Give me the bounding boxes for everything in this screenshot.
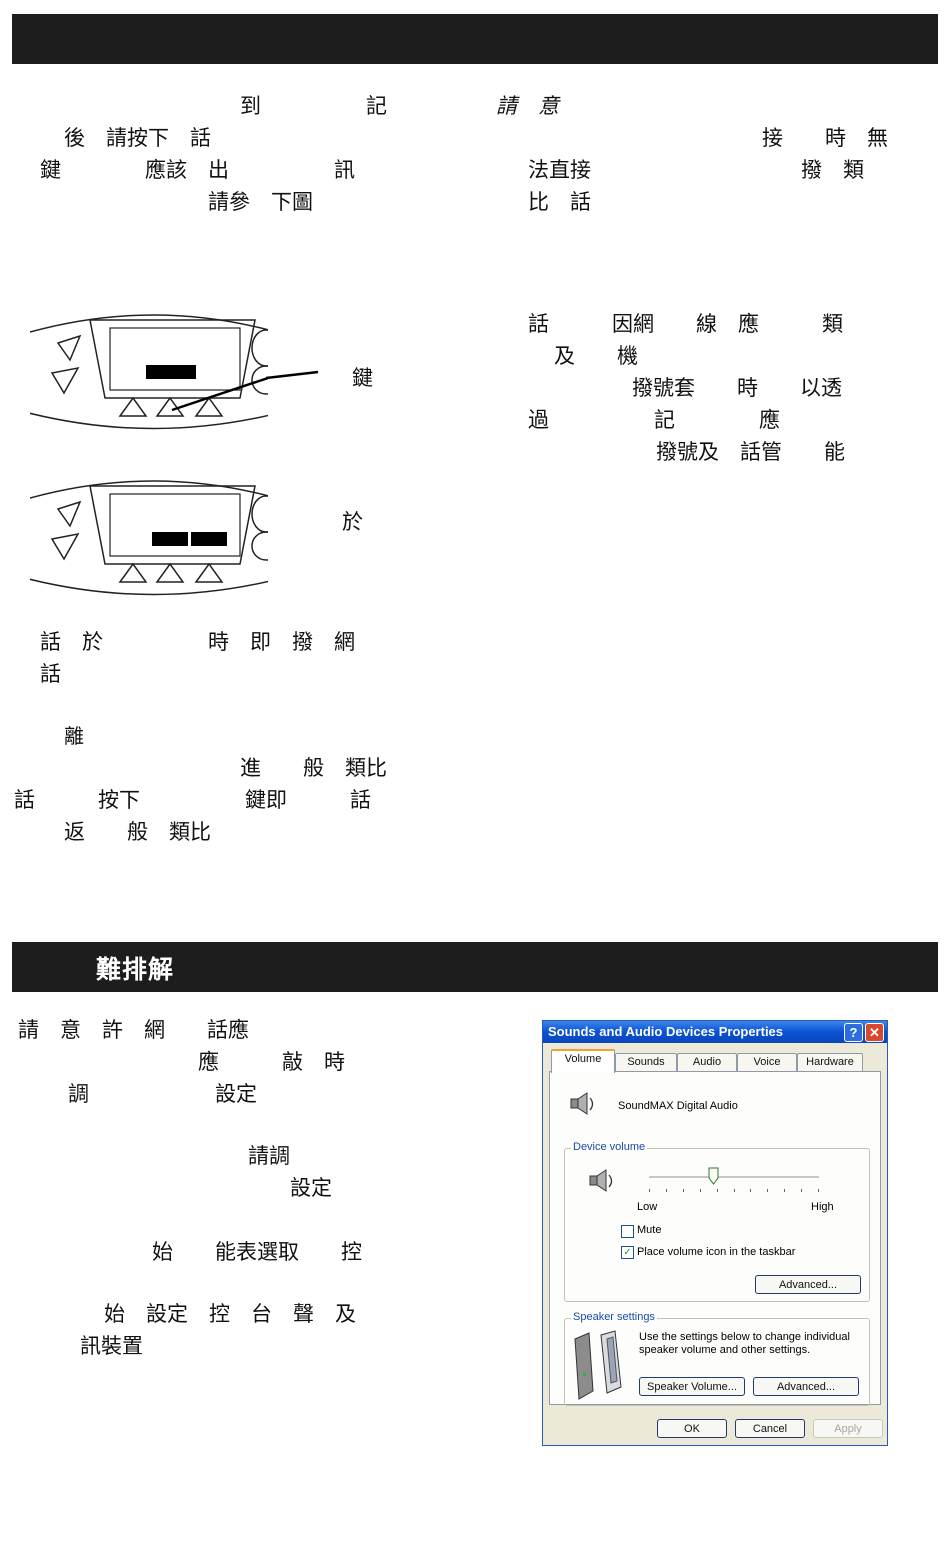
speaker-advanced-button[interactable]: Advanced... xyxy=(753,1377,859,1396)
phone-device-illustration xyxy=(30,298,268,430)
tab-hardware[interactable]: Hardware xyxy=(797,1053,863,1071)
callout-label: 於 xyxy=(342,510,363,534)
speaker-info-text: speaker volume and other settings. xyxy=(639,1344,811,1356)
text-line: 進 般 類比 xyxy=(240,756,387,780)
apply-button[interactable]: Apply xyxy=(813,1419,883,1438)
speaker-settings-label: Speaker settings xyxy=(571,1311,657,1323)
device-name: SoundMAX Digital Audio xyxy=(618,1100,738,1112)
text-line: 請 意 許 網 話應 xyxy=(18,1018,249,1042)
callout-line xyxy=(266,370,319,380)
cancel-button[interactable]: Cancel xyxy=(735,1419,805,1438)
text-line: 始 設定 控 台 聲 及 xyxy=(104,1302,356,1326)
text-line: 撥號及 話管 能 xyxy=(656,440,845,464)
mute-label: Mute xyxy=(637,1224,662,1236)
note-heading: 請 意 xyxy=(496,94,559,118)
dialog-titlebar[interactable]: Sounds and Audio Devices Properties ? ✕ xyxy=(543,1021,887,1043)
subheading: 離 xyxy=(64,724,84,748)
text-line: 話 按下 鍵即 話 xyxy=(14,788,371,812)
text-line: 訊裝置 xyxy=(80,1334,143,1358)
text-line: 過 記 應 xyxy=(528,408,780,432)
text-line: 請調 xyxy=(248,1144,290,1168)
volume-tab-panel: SoundMAX Digital Audio Device volume Low… xyxy=(549,1071,881,1406)
slider-low-label: Low xyxy=(637,1201,658,1213)
slider-tick xyxy=(784,1189,785,1192)
mute-checkbox[interactable] xyxy=(621,1225,634,1238)
text-line: 後 請按下 話 xyxy=(64,126,211,150)
speaker-info-text: Use the settings below to change individ… xyxy=(639,1331,850,1343)
slider-tick xyxy=(666,1189,667,1192)
slider-tick xyxy=(750,1189,751,1192)
text-line: 應 敲 時 xyxy=(198,1050,345,1074)
advanced-button[interactable]: Advanced... xyxy=(755,1275,861,1294)
device-volume-label: Device volume xyxy=(571,1141,648,1153)
text-line: 調 設定 xyxy=(68,1082,257,1106)
tab-voice[interactable]: Voice xyxy=(737,1053,797,1071)
text-line: 鍵 應該 出 訊 xyxy=(40,158,355,182)
tab-sounds[interactable]: Sounds xyxy=(615,1053,677,1071)
text-line: 返 般 類比 xyxy=(64,820,211,844)
text-line: 話 xyxy=(40,662,61,686)
text-line: 到 記 xyxy=(240,94,387,118)
text-line: 請參 下圖 xyxy=(208,190,313,214)
text-line: 始 能表選取 控 xyxy=(152,1240,362,1264)
slider-high-label: High xyxy=(811,1201,834,1213)
slider-tick xyxy=(683,1189,684,1192)
speaker-volume-button[interactable]: Speaker Volume... xyxy=(639,1377,745,1396)
speaker-settings-group: Speaker settings Use the settings below … xyxy=(564,1311,870,1406)
text-line: 法直接 撥 類 xyxy=(528,158,864,182)
section-header-bar xyxy=(12,14,938,64)
callout-label: 鍵 xyxy=(352,366,373,390)
device-volume-group: Device volume Low High Mute ✓ Place volu… xyxy=(564,1141,870,1302)
slider-tick xyxy=(767,1189,768,1192)
taskbar-icon-label: Place volume icon in the taskbar xyxy=(637,1246,796,1258)
troubleshooting-header-bar: 難排解 xyxy=(12,942,938,992)
speaker-icon xyxy=(570,1092,594,1115)
text-line: 設定 xyxy=(290,1176,332,1200)
text-line: 話 因網 線 應 類 xyxy=(528,312,843,336)
close-button[interactable]: ✕ xyxy=(865,1023,884,1042)
slider-tick xyxy=(649,1189,650,1192)
slider-thumb[interactable] xyxy=(708,1167,719,1185)
slider-tick xyxy=(801,1189,802,1192)
ok-button[interactable]: OK xyxy=(657,1419,727,1438)
text-line: 撥號套 時 以透 xyxy=(632,376,842,400)
dialog-title: Sounds and Audio Devices Properties xyxy=(548,1024,784,1039)
slider-track xyxy=(649,1176,819,1179)
text-line: 比 話 xyxy=(528,190,591,214)
slider-tick xyxy=(700,1189,701,1192)
tab-volume[interactable]: Volume xyxy=(551,1049,615,1073)
phone-device-illustration xyxy=(30,464,268,596)
slider-tick xyxy=(818,1189,819,1192)
desktop-speakers-icon xyxy=(574,1330,622,1400)
taskbar-icon-checkbox[interactable]: ✓ xyxy=(621,1246,634,1259)
speaker-volume-icon xyxy=(589,1169,613,1192)
slider-tick xyxy=(734,1189,735,1192)
text-line: 及 機 xyxy=(554,344,638,368)
slider-tick xyxy=(717,1189,718,1192)
text-line: 話 於 時 即 撥 網 xyxy=(40,630,355,654)
sound-properties-dialog: Sounds and Audio Devices Properties ? ✕ … xyxy=(542,1020,888,1446)
help-button[interactable]: ? xyxy=(844,1023,863,1042)
tab-audio[interactable]: Audio xyxy=(677,1053,737,1071)
troubleshooting-title: 難排解 xyxy=(96,955,175,984)
text-line: 接 時 無 xyxy=(762,126,888,150)
volume-slider[interactable] xyxy=(649,1167,819,1195)
